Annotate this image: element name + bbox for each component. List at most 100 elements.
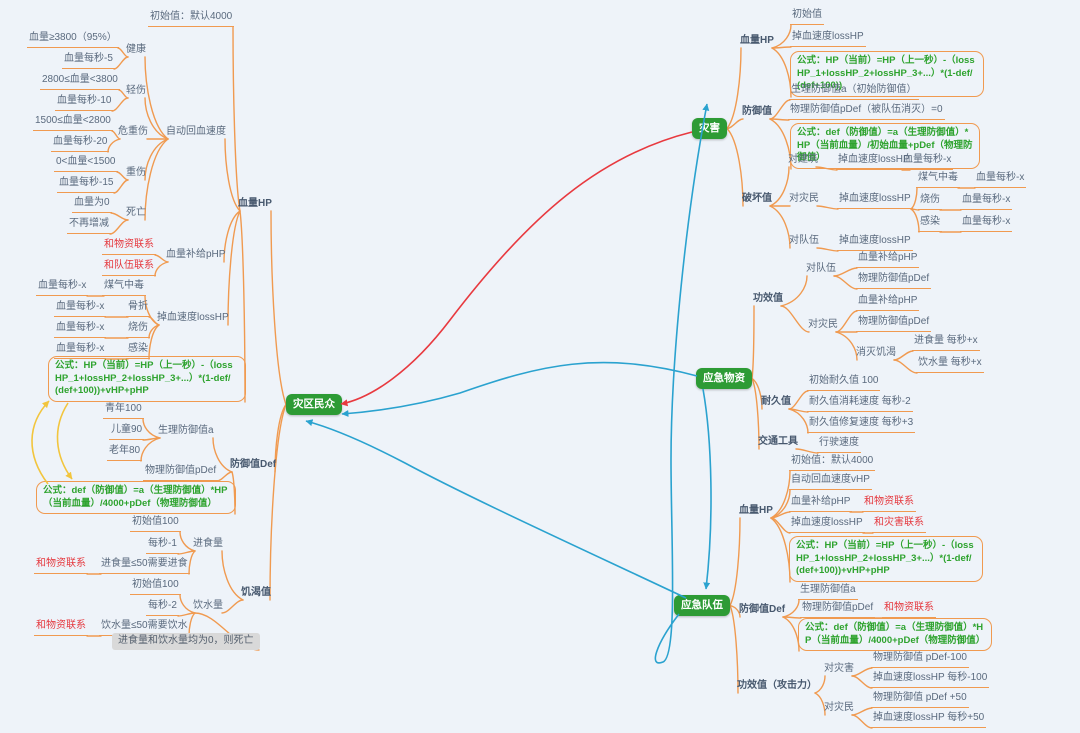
topic-team-hp-formula[interactable]: 公式：HP（当前）=HP（上一秒）-（lossHP_1+lossHP_2+los… (789, 536, 983, 582)
topic-civ-def-formula[interactable]: 公式：def（防御值）=a（生理防御值）*HP（当前血量）/4000+pDef（… (36, 481, 236, 515)
topic-team-hp[interactable]: 血量HP (739, 505, 773, 516)
topic-civ-hp[interactable]: 血量HP (238, 198, 272, 209)
topic-civ-php-team[interactable]: 和队伍联系 (102, 260, 156, 276)
topic-civ-def-old[interactable]: 老年80 (107, 445, 143, 461)
topic-civ-loss4[interactable]: 感染 (126, 343, 150, 359)
topic-civ-drink-rate[interactable]: 每秒-2 (146, 600, 179, 616)
topic-sup-civ-pdef[interactable]: 物理防御值pDef (856, 316, 932, 332)
topic-dis-hp[interactable]: 血量HP (740, 35, 774, 46)
topic-civ-php[interactable]: 血量补给pHP (166, 249, 226, 260)
topic-civ-loss1-rate[interactable]: 血量每秒-x (36, 280, 89, 296)
topic-civ-eat-init[interactable]: 初始值100 (130, 516, 181, 532)
topic-dis-dmg-civ[interactable]: 对灾民 (789, 193, 819, 204)
topic-dis-hp-formula[interactable]: 公式：HP（当前）=HP（上一秒）-（lossHP_1+lossHP_2+los… (790, 51, 984, 97)
topic-team-eff-dis-pdef[interactable]: 物理防御值 pDef-100 (871, 652, 969, 668)
topic-civ-auto[interactable]: 自动回血速度 (166, 126, 226, 137)
topic-dis-gas-rate[interactable]: 血量每秒-x (974, 172, 1027, 188)
topic-civ-st4-cond[interactable]: 0<血量<1500 (54, 156, 118, 172)
topic-civ-loss[interactable]: 掉血速度lossHP (157, 312, 229, 323)
topic-civ-php-res[interactable]: 和物资联系 (102, 239, 156, 255)
topic-dis-burn[interactable]: 烧伤 (918, 194, 942, 210)
topic-dis-dmg-team-loss[interactable]: 掉血速度lossHP (837, 235, 913, 251)
topic-sup-dur-fix[interactable]: 耐久值修复速度 每秒+3 (807, 417, 916, 433)
topic-sup[interactable]: 应急物资 (696, 368, 752, 390)
topic-civ-def-bio[interactable]: 生理防御值a (158, 425, 214, 436)
topic-sup-dur-init[interactable]: 初始耐久值 100 (807, 375, 881, 391)
topic-sup-hunger-eat[interactable]: 进食量 每秒+x (912, 335, 980, 351)
topic-sup-team-php[interactable]: 血量补给pHP (856, 252, 920, 268)
topic-civ-eat-res[interactable]: 和物资联系 (34, 558, 88, 574)
topic-dis-infect-rate[interactable]: 血量每秒-x (960, 216, 1013, 232)
topic-dis-dmg-civ-loss[interactable]: 掉血速度lossHP (837, 193, 913, 209)
topic-dis-dmg-bld-loss[interactable]: 掉血速度lossHP (836, 154, 912, 170)
topic-civ-thirst[interactable]: 饥渴值 (241, 587, 271, 598)
topic-dis-dmg-bld-rate[interactable]: 血量每秒-x (901, 154, 954, 170)
topic-sup-hunger[interactable]: 消灭饥渴 (856, 347, 896, 358)
topic-sup-team[interactable]: 对队伍 (806, 263, 836, 274)
topic-civ-st5-cond[interactable]: 血量为0 (72, 197, 112, 213)
topic-team-hp-loss-dis[interactable]: 和灾害联系 (872, 517, 926, 533)
topic-civ[interactable]: 灾区民众 (286, 394, 342, 416)
topic-team-def-pdef[interactable]: 物理防御值pDef (800, 602, 876, 618)
topic-team-hp-vhp[interactable]: 自动回血速度vHP (789, 474, 872, 490)
topic-civ-loss3-rate[interactable]: 血量每秒-x (54, 322, 107, 338)
topic-team-hp-php[interactable]: 血量补给pHP (789, 496, 853, 512)
topic-civ-st5[interactable]: 死亡 (126, 207, 146, 218)
topic-civ-loss2[interactable]: 骨折 (126, 301, 150, 317)
topic-dis-dmg-team[interactable]: 对队伍 (789, 235, 819, 246)
topic-civ-st2[interactable]: 轻伤 (126, 85, 146, 96)
topic-civ-st4-rate[interactable]: 血量每秒-15 (57, 177, 116, 193)
topic-civ-loss2-rate[interactable]: 血量每秒-x (54, 301, 107, 317)
topic-civ-def-child[interactable]: 儿童90 (109, 424, 145, 440)
topic-dis-def-bio[interactable]: 生理防御值a（初始防御值） (789, 84, 919, 100)
topic-sup-dur-use[interactable]: 耐久值消耗速度 每秒-2 (807, 396, 913, 412)
topic-civ-hp-init[interactable]: 初始值：默认4000 (148, 11, 235, 27)
topic-team-def-pdef-res[interactable]: 和物资联系 (882, 602, 936, 618)
topic-civ-loss1[interactable]: 煤气中毒 (102, 280, 146, 296)
topic-civ-st3[interactable]: 危重伤 (118, 126, 148, 137)
topic-civ-st4[interactable]: 重伤 (126, 167, 146, 178)
topic-team-def-formula[interactable]: 公式：def（防御值）=a（生理防御值）*HP（当前血量）/4000+pDef（… (798, 618, 992, 652)
topic-sup-eff[interactable]: 功效值 (753, 293, 783, 304)
topic-team-hp-php-res[interactable]: 和物资联系 (862, 496, 916, 512)
topic-dis-burn-rate[interactable]: 血量每秒-x (960, 194, 1013, 210)
topic-team-eff[interactable]: 功效值（攻击力） (737, 680, 817, 691)
topic-team-eff-civ-pdef[interactable]: 物理防御值 pDef +50 (871, 692, 969, 708)
topic-civ-eat[interactable]: 进食量 (193, 538, 223, 549)
topic-dis[interactable]: 灾害 (692, 118, 727, 140)
topic-team[interactable]: 应急队伍 (674, 595, 730, 617)
topic-team-eff-dis-loss[interactable]: 掉血速度lossHP 每秒-100 (871, 672, 990, 688)
topic-civ-drink-res[interactable]: 和物资联系 (34, 620, 88, 636)
topic-dis-def[interactable]: 防御值 (742, 106, 772, 117)
topic-civ-loss3[interactable]: 烧伤 (126, 322, 150, 338)
topic-dis-infect[interactable]: 感染 (918, 216, 942, 232)
topic-team-hp-loss[interactable]: 掉血速度lossHP (789, 517, 865, 533)
topic-civ-eat-rate[interactable]: 每秒-1 (146, 538, 179, 554)
topic-sup-tra[interactable]: 交通工具 (758, 436, 798, 447)
topic-dis-gas[interactable]: 煤气中毒 (916, 172, 960, 188)
topic-team-hp-init[interactable]: 初始值：默认4000 (789, 455, 876, 471)
topic-civ-st1-rate[interactable]: 血量每秒-5 (62, 53, 115, 69)
topic-civ-st2-rate[interactable]: 血量每秒-10 (55, 95, 114, 111)
topic-sup-civ[interactable]: 对灾民 (808, 319, 838, 330)
topic-dis-dmg-bld[interactable]: 对建筑 (788, 154, 818, 165)
topic-sup-hunger-drink[interactable]: 饮水量 每秒+x (916, 357, 984, 373)
topic-dis-def-formula[interactable]: 公式：def（防御值）=a（生理防御值）*HP（当前血量）/初始血量+pDef（… (790, 123, 980, 169)
topic-civ-eat-need[interactable]: 进食量≤50需要进食 (99, 558, 190, 574)
topic-civ-st2-cond[interactable]: 2800≤血量<3800 (40, 74, 120, 90)
topic-civ-death-note[interactable]: 进食量和饮水量均为0，则死亡 (112, 633, 260, 650)
topic-sup-dur[interactable]: 耐久值 (761, 396, 791, 407)
topic-sup-tra-speed[interactable]: 行驶速度 (817, 437, 861, 453)
topic-civ-st1-cond[interactable]: 血量≥3800（95%） (27, 32, 119, 48)
topic-civ-hp-formula[interactable]: 公式：HP（当前）=HP（上一秒）-（lossHP_1+lossHP_2+los… (48, 356, 246, 402)
topic-team-eff-civ[interactable]: 对灾民 (824, 702, 854, 713)
topic-dis-def-pdef[interactable]: 物理防御值pDef（被队伍消灭）=0 (788, 104, 945, 120)
topic-team-def-bio[interactable]: 生理防御值a (798, 584, 858, 600)
topic-civ-st1[interactable]: 健康 (126, 44, 146, 55)
topic-sup-civ-php[interactable]: 血量补给pHP (856, 295, 920, 311)
topic-team-def[interactable]: 防御值Def (739, 604, 786, 615)
topic-dis-hp-loss[interactable]: 掉血速度lossHP (790, 31, 866, 47)
topic-civ-drink[interactable]: 饮水量 (193, 600, 223, 611)
topic-team-eff-civ-loss[interactable]: 掉血速度lossHP 每秒+50 (871, 712, 987, 728)
topic-dis-hp-init[interactable]: 初始值 (790, 9, 824, 25)
